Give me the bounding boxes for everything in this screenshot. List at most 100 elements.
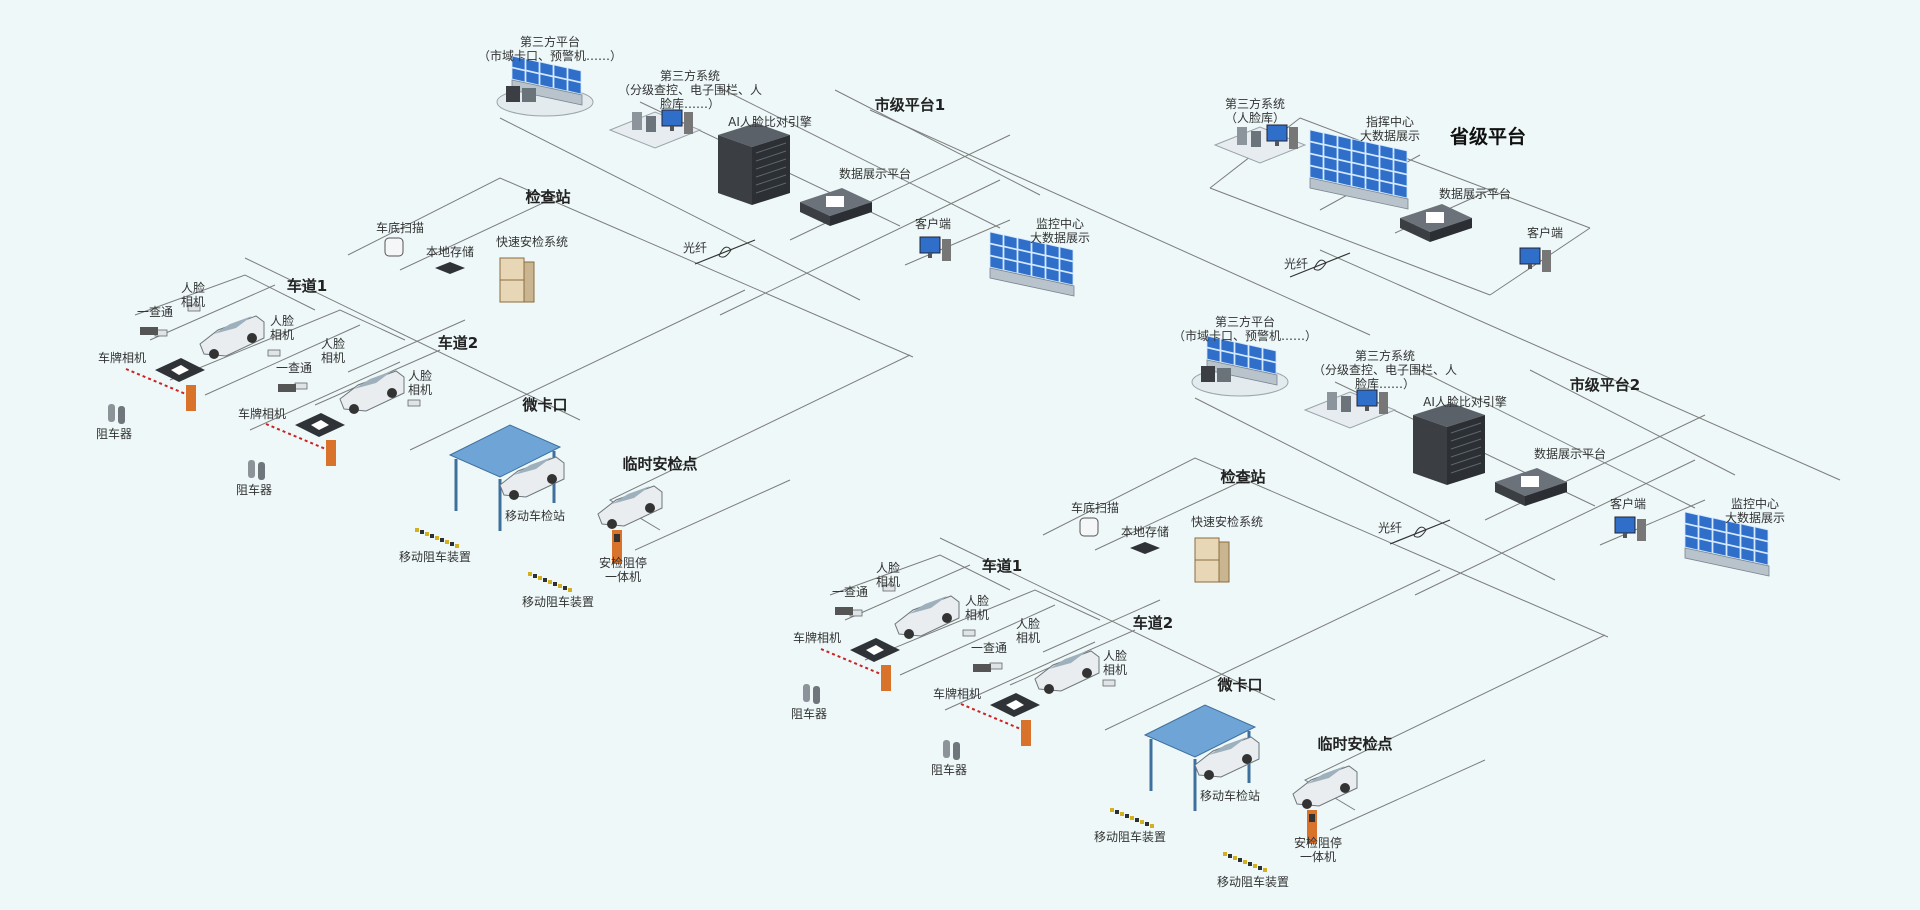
screen-panel bbox=[1754, 550, 1769, 566]
screen-panel bbox=[1337, 147, 1352, 163]
scan-pad-mark bbox=[1006, 700, 1024, 710]
third-party-system-icon bbox=[1303, 389, 1397, 429]
lane1-face-camera-icon bbox=[187, 304, 201, 312]
connection-line bbox=[1303, 634, 1606, 811]
screen-panel bbox=[1684, 523, 1699, 539]
blocker-strip-segment bbox=[420, 530, 424, 534]
blocker-strip-segment bbox=[1110, 808, 1114, 812]
car-wheel bbox=[1044, 684, 1054, 694]
micro-mobile-blocker-label: 移动阻车装置 bbox=[399, 549, 471, 564]
screen-panel bbox=[1248, 344, 1263, 360]
camera-body bbox=[882, 584, 896, 592]
connection-line bbox=[608, 354, 911, 531]
blocker-post bbox=[258, 462, 265, 480]
under-scan-icon bbox=[384, 237, 404, 257]
screen-panel bbox=[1059, 258, 1074, 274]
server-side bbox=[718, 135, 752, 205]
ai-engine-icon bbox=[718, 123, 790, 205]
lane1-face-camera2-label-line: 相机 bbox=[270, 328, 294, 342]
third-party-platform-label: 第三方平台（市域卡口、预警机……） bbox=[1173, 314, 1317, 343]
lane2-face-camera-label-line: 人脸 bbox=[408, 369, 432, 383]
server-rack-slot bbox=[755, 158, 787, 170]
screen-panel bbox=[1351, 138, 1366, 154]
blocker-strip-segment bbox=[425, 532, 429, 536]
local-storage-label: 本地存储 bbox=[426, 244, 474, 259]
third-party-system-label: 第三方系统（分级查控、电子围栏、人脸库……） bbox=[1313, 348, 1457, 391]
province-fiber-label: 光纤 bbox=[1284, 257, 1308, 271]
lane2-face-camera-top-label-line: 相机 bbox=[1016, 631, 1040, 645]
third-party-platform-icon bbox=[496, 55, 594, 117]
connection-line bbox=[844, 564, 971, 621]
connection-line bbox=[244, 257, 581, 421]
desk-pc bbox=[1266, 124, 1298, 149]
display-box-logo bbox=[1521, 476, 1539, 487]
screen-panel bbox=[1031, 264, 1046, 280]
connection-line bbox=[1414, 367, 1696, 509]
car-window bbox=[354, 371, 392, 389]
screen-panel bbox=[1045, 255, 1060, 271]
connection-line bbox=[1599, 499, 1706, 546]
monitor-center-icon bbox=[1684, 511, 1770, 577]
connection-line bbox=[1329, 759, 1486, 831]
blocker-strip-segment bbox=[1115, 810, 1119, 814]
tent-roof bbox=[448, 424, 562, 478]
screen-panel bbox=[567, 79, 582, 95]
checkpoint-title: 检查站 bbox=[525, 188, 570, 206]
security-system-icon bbox=[499, 257, 535, 303]
connection-line bbox=[1414, 459, 1696, 596]
server-rack-slot bbox=[755, 174, 787, 186]
blocker-strip-segment bbox=[553, 582, 557, 586]
fiber-line bbox=[1389, 519, 1451, 545]
client-label: 客户端 bbox=[1610, 496, 1646, 511]
screen-panel bbox=[1003, 246, 1018, 262]
pc-stand bbox=[1275, 141, 1279, 146]
lane1-blocker-label: 阻车器 bbox=[791, 706, 827, 721]
car-window bbox=[214, 316, 252, 334]
fiber-line bbox=[694, 239, 756, 265]
data-display-label: 数据展示平台 bbox=[1534, 446, 1606, 461]
security-system-label: 快速安检系统 bbox=[1191, 514, 1263, 529]
lane1-face-camera2-label-line: 相机 bbox=[965, 608, 989, 622]
ops-cabinet bbox=[1217, 368, 1231, 382]
micro-mobile-blocker-icon bbox=[415, 528, 459, 548]
screen-panel bbox=[1393, 147, 1408, 163]
screen-panel bbox=[1003, 234, 1018, 250]
province-third-party-system-label-line: 第三方系统 bbox=[1225, 96, 1285, 111]
server-rack-slot bbox=[755, 142, 787, 154]
screen-panel bbox=[525, 70, 540, 86]
camera-body bbox=[989, 662, 1003, 670]
third-party-system-label-line: 第三方系统 bbox=[660, 68, 720, 83]
micro-title: 微卡口 bbox=[521, 396, 567, 414]
fiber-icon bbox=[694, 239, 756, 265]
screen-panel bbox=[989, 243, 1004, 259]
screen-panel bbox=[1337, 171, 1352, 187]
lane1-face-camera-label-line: 相机 bbox=[181, 295, 205, 309]
blocker-strip-segment bbox=[445, 540, 449, 544]
third-party-system-label: 第三方系统（分级查控、电子围栏、人脸库……） bbox=[618, 68, 762, 111]
lane2-face-camera-label-line: 人脸 bbox=[1103, 649, 1127, 663]
lane2-title: 车道2 bbox=[438, 334, 478, 352]
data-display-label: 数据展示平台 bbox=[839, 166, 911, 181]
lane2-one-pass-icon bbox=[989, 662, 1003, 670]
desk-cabinet bbox=[646, 116, 656, 132]
blocker-strip-segment bbox=[1253, 864, 1257, 868]
screen-panel bbox=[1206, 347, 1221, 363]
fiber-icon bbox=[1389, 519, 1451, 545]
screen-panel bbox=[1754, 538, 1769, 554]
third-party-platform-label-line: 第三方平台 bbox=[520, 34, 580, 49]
lane1-title: 车道1 bbox=[982, 557, 1022, 575]
lane1-barrier bbox=[125, 368, 196, 411]
connection-line bbox=[939, 537, 1276, 701]
lane1-blocker-icon bbox=[803, 684, 820, 704]
monitor-center-label-line: 监控中心 bbox=[1731, 496, 1779, 511]
connection-line bbox=[719, 87, 1001, 229]
mobile-station-label: 移动车检站 bbox=[505, 508, 565, 523]
blocker-strip-segment bbox=[415, 528, 419, 532]
pc-monitor bbox=[661, 109, 683, 127]
city-platform-2: 第三方平台（市域卡口、预警机……）第三方系统（分级查控、电子围栏、人脸库……）A… bbox=[791, 314, 1785, 889]
blocker-strip-segment bbox=[1228, 854, 1232, 858]
third-party-system-icon bbox=[608, 109, 702, 149]
temp-point-car bbox=[597, 485, 663, 529]
